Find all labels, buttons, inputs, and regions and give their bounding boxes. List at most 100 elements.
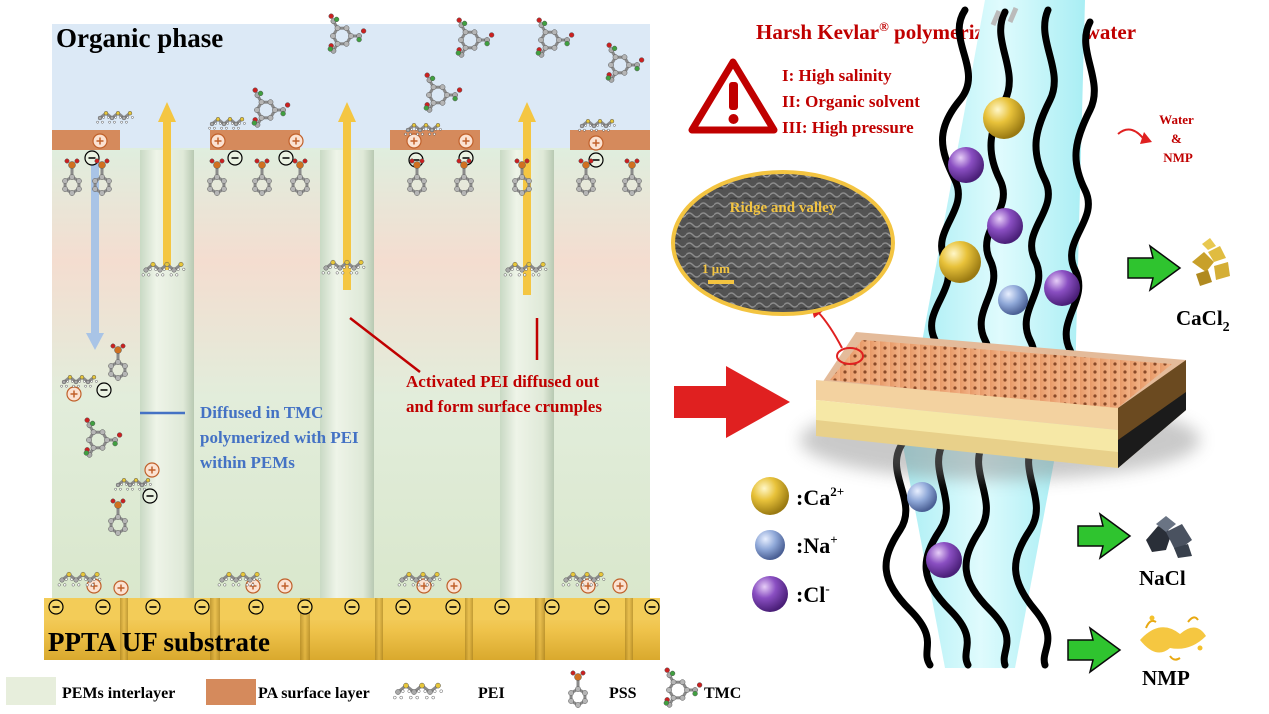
warning-icon [688,58,778,134]
pei-molecule [217,571,262,587]
positive-charge-icon [288,133,304,149]
positive-charge-icon [277,578,293,594]
tmc-molecule [327,13,367,54]
pems-swatch [6,677,56,705]
positive-charge-icon [406,133,422,149]
tmc-molecule [423,72,463,113]
negative-charge-icon [588,152,604,168]
pss-molecule [92,158,112,196]
tmc-molecule [535,17,575,58]
pei-molecule [393,682,443,700]
pss-molecule [252,158,272,196]
na-ion [907,482,937,512]
negative-charge-icon [344,599,360,615]
legend-pa-label: PA surface layer [258,685,370,702]
pei-molecule [397,571,442,587]
ions [907,97,1080,578]
pss-molecule [576,158,596,196]
ca-legend-ball [751,477,789,515]
bottom-legend: PEMs interlayer PA surface layer PEI PSS… [6,667,741,708]
positive-charge-icon [210,133,226,149]
pa-swatch [206,679,256,705]
pei-molecule [60,375,98,388]
pss-molecule [207,158,227,196]
organic-phase-label: Organic phase [56,23,223,53]
positive-charge-icon [66,386,82,402]
green-arrow [1077,512,1132,560]
legend-pems-label: PEMs interlayer [62,685,175,702]
pss-molecule [290,158,310,196]
pei-molecule [141,261,186,277]
positive-charge-icon [588,135,604,151]
nacl-label: NaCl [1139,566,1186,590]
left-panel: Organic phase PPTA UF substrate Diffused… [44,13,660,660]
cl-ion [1044,270,1080,306]
negative-charge-icon [395,599,411,615]
blue-down-arrow [91,160,99,335]
nacl-crystal-icon [1146,516,1192,558]
ca-legend-label: :Ca2+ [796,484,844,510]
positive-charge-icon [416,578,432,594]
positive-charge-icon [92,133,108,149]
negative-charge-icon [227,150,243,166]
pss-molecule [512,158,532,196]
pei-molecule [578,119,616,132]
negative-charge-icon [145,599,161,615]
yellow-up-arrow [163,120,171,270]
green-arrows [1067,244,1182,674]
positive-charge-icon [113,580,129,596]
molecules [57,13,645,587]
red-annotation-line [349,317,421,373]
negative-charge-icon [96,382,112,398]
tmc-molecule [605,42,645,83]
sem-callout-circle [836,347,864,365]
na-legend-ball [755,530,785,560]
negative-charge-icon [278,150,294,166]
negative-charge-icon [48,599,64,615]
cl-legend-label: :Cl- [796,581,830,607]
cl-ion [948,147,984,183]
cl-ion [987,208,1023,244]
pei-molecule [57,571,102,587]
legend-pei-label: PEI [478,685,505,702]
cl-legend-ball [752,576,788,612]
pss-molecule [407,158,427,196]
pei-molecule [503,261,548,277]
ca-ion [983,97,1025,139]
pei-molecule [404,123,442,136]
green-arrow [1067,626,1122,674]
pem-charges [66,133,628,596]
pss-molecule [454,158,474,196]
ca-ion [939,241,981,283]
sem-inset: Ridge and valley 1 μm [671,170,895,316]
na-legend-label: :Na+ [796,532,838,558]
blue-annotation: Diffused in TMC polymerized with PEI wit… [200,403,363,472]
negative-charge-icon [494,599,510,615]
negative-charge-icon [544,599,560,615]
sem-callout-arrow [817,311,843,349]
substrate-charges [48,599,660,615]
pss-molecule [108,498,128,536]
sem-title: Ridge and valley [730,200,837,216]
pss-molecule [568,670,588,708]
tmc-molecule [455,17,495,58]
legend-pss-label: PSS [609,685,637,702]
cl-ion [926,542,962,578]
red-annotation: Activated PEI diffused out and form surf… [406,372,603,416]
pei-molecule [321,259,366,275]
positive-charge-icon [612,578,628,594]
negative-charge-icon [594,599,610,615]
warning-list: I: High salinity II: Organic solvent III… [782,66,924,137]
tmc-molecule [83,417,123,458]
tmc-molecule [663,667,703,708]
pss-molecule [622,158,642,196]
right-panel: Harsh Kevlar® polymerization wastewater … [671,0,1230,690]
pei-molecule [114,478,152,491]
water-nmp-label: Water & NMP [1159,112,1197,165]
ion-legend: :Ca2+ :Na+ :Cl- [751,477,844,612]
cacl2-label: CaCl2 [1176,306,1230,335]
pei-molecule [96,111,134,124]
positive-charge-icon [446,578,462,594]
negative-charge-icon [95,599,111,615]
